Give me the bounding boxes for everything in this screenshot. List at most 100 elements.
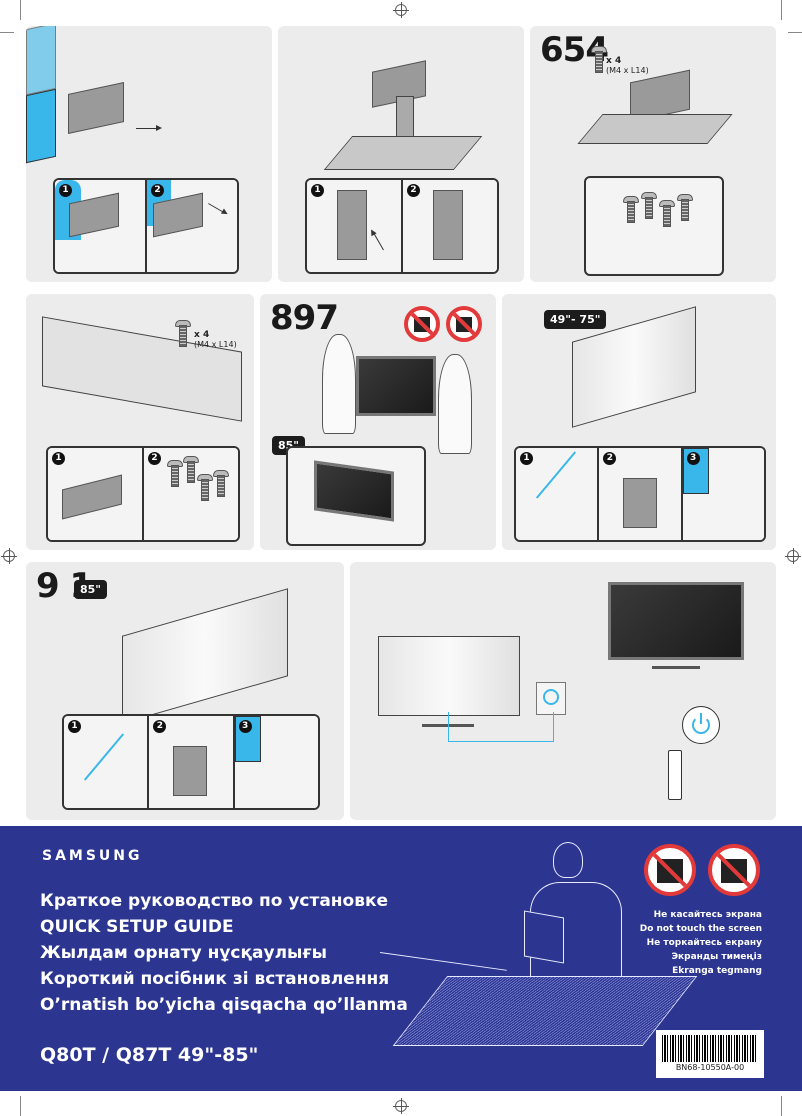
substep-box: 1 2 <box>53 178 239 274</box>
large-tv-detail-box <box>286 446 426 546</box>
title-english: QUICK SETUP GUIDE <box>40 917 234 937</box>
screw-icon <box>641 192 657 219</box>
substep-number: 1 <box>59 184 72 197</box>
arrow-icon <box>208 203 226 214</box>
substep-number: 1 <box>68 720 81 733</box>
barcode: BN68-10550A-00 <box>656 1030 764 1078</box>
step-panel-6: 49"- 75" 1 2 3 <box>502 294 776 550</box>
title-uzbek: O’rnatish bo’yicha qisqacha qo’llanma <box>40 995 408 1015</box>
substep-box: 1 2 3 <box>514 446 766 542</box>
warning-english: Do not touch the screen <box>639 924 762 934</box>
substep-number: 2 <box>148 452 161 465</box>
step-number: 897 <box>270 298 339 338</box>
substep-number: 1 <box>52 452 65 465</box>
screw-icon <box>183 456 199 483</box>
brand-logo: SAMSUNG <box>42 848 143 864</box>
substep-cell: 3 <box>682 448 764 540</box>
stand-bracket <box>62 474 122 520</box>
substep-cell: 2 <box>403 180 497 272</box>
registration-mark-icon <box>393 1098 409 1114</box>
no-pressure-screen-icon <box>708 844 760 896</box>
arrow-icon <box>372 230 384 251</box>
wall-outlet <box>536 682 566 715</box>
crop-mark <box>781 1096 782 1116</box>
substep-cell: 1 <box>55 180 147 272</box>
power-cable <box>535 451 577 499</box>
substep-cell: 2 <box>147 180 237 272</box>
screw-icon <box>677 194 693 221</box>
person-head-outline <box>553 842 583 878</box>
warning-russian: Не касайтесь экрана <box>653 910 762 920</box>
screw-spec: x 4 (M4 x L14) <box>606 56 649 76</box>
stand-base <box>323 136 483 170</box>
substep-number: 2 <box>151 184 164 197</box>
step-panel-4: x 4 (M4 x L14) 1 2 <box>26 294 254 550</box>
warning-ukrainian: Не торкайтесь екрану <box>646 938 762 948</box>
barcode-bars <box>662 1035 758 1062</box>
title-kazakh: Жылдам орнату нұсқаулығы <box>40 943 327 963</box>
guide-titles: Краткое руководство по установке QUICK S… <box>40 888 408 1018</box>
tv-back-panel <box>378 636 520 716</box>
screw-icon <box>197 474 213 501</box>
stand-neck <box>623 478 658 528</box>
crop-mark <box>788 32 802 33</box>
title-russian: Краткое руководство по установке <box>40 891 389 911</box>
substep-number: 3 <box>238 720 252 733</box>
stand-cover-detached <box>26 88 56 164</box>
screw-detail-box <box>584 176 724 276</box>
stand-cover-attached <box>26 26 56 96</box>
warning-list: Не касайтесь экрана Do not touch the scr… <box>640 908 762 978</box>
size-badge: 49"- 75" <box>544 310 607 329</box>
screw-icon <box>659 200 675 227</box>
warning-uzbek: Ekranga tegmang <box>672 966 762 976</box>
stand-base <box>577 114 733 144</box>
screw-icon <box>167 460 183 487</box>
screw-icon <box>623 196 639 223</box>
warning-kazakh: Экранды тимеңіз <box>671 952 762 962</box>
cover-section: SAMSUNG Краткое руководство по установке… <box>0 826 802 1091</box>
power-cable <box>83 733 125 781</box>
substep-box: 1 2 3 <box>62 714 320 810</box>
size-badge: 85" <box>74 580 108 599</box>
substep-cell: 1 <box>48 448 144 540</box>
substep-number: 2 <box>603 452 617 465</box>
title-ukrainian: Короткий посібник зі встановлення <box>40 969 390 989</box>
step-panel-5: 897 85" <box>260 294 496 550</box>
tv-back-panel <box>122 588 288 724</box>
step-panel-2: 1 2 <box>278 26 524 282</box>
model-range: Q80T / Q87T 49"-85" <box>40 1044 259 1066</box>
substep-number: 3 <box>686 452 700 465</box>
power-plug-icon <box>543 689 559 705</box>
substep-cell: 2 <box>149 716 235 808</box>
screw-icon <box>213 470 229 497</box>
tv-stand-base <box>652 666 700 669</box>
substep-cell: 3 <box>234 716 318 808</box>
tv-front <box>608 582 744 660</box>
crop-mark <box>20 1096 21 1116</box>
arrow-icon <box>136 125 162 131</box>
tv-screen <box>356 356 436 416</box>
manual-outline <box>524 910 564 964</box>
substep-number: 2 <box>153 720 167 733</box>
crop-mark <box>0 32 14 33</box>
crop-mark <box>20 0 21 20</box>
step-panel-8 <box>350 562 776 820</box>
step-panel-7: 9 1 85" 1 2 3 <box>26 562 344 820</box>
person-lifting-tv <box>322 334 356 434</box>
screw-icon <box>175 320 191 347</box>
screw-icon <box>591 46 607 73</box>
substep-cell: 2 <box>144 448 238 540</box>
substep-cell: 1 <box>516 448 600 540</box>
substep-number: 1 <box>520 452 533 465</box>
person-lifting-tv <box>438 354 472 454</box>
power-icon-line <box>700 713 702 724</box>
barcode-number: BN68-10550A-00 <box>675 1063 745 1072</box>
stand-bracket <box>68 82 124 134</box>
no-touch-screen-icon <box>644 844 696 896</box>
substep-number: 1 <box>311 184 324 197</box>
tv-screen <box>314 460 394 522</box>
remote-control <box>668 750 682 800</box>
crop-mark <box>781 0 782 20</box>
registration-mark-icon <box>785 548 801 564</box>
power-button-callout <box>682 706 720 744</box>
